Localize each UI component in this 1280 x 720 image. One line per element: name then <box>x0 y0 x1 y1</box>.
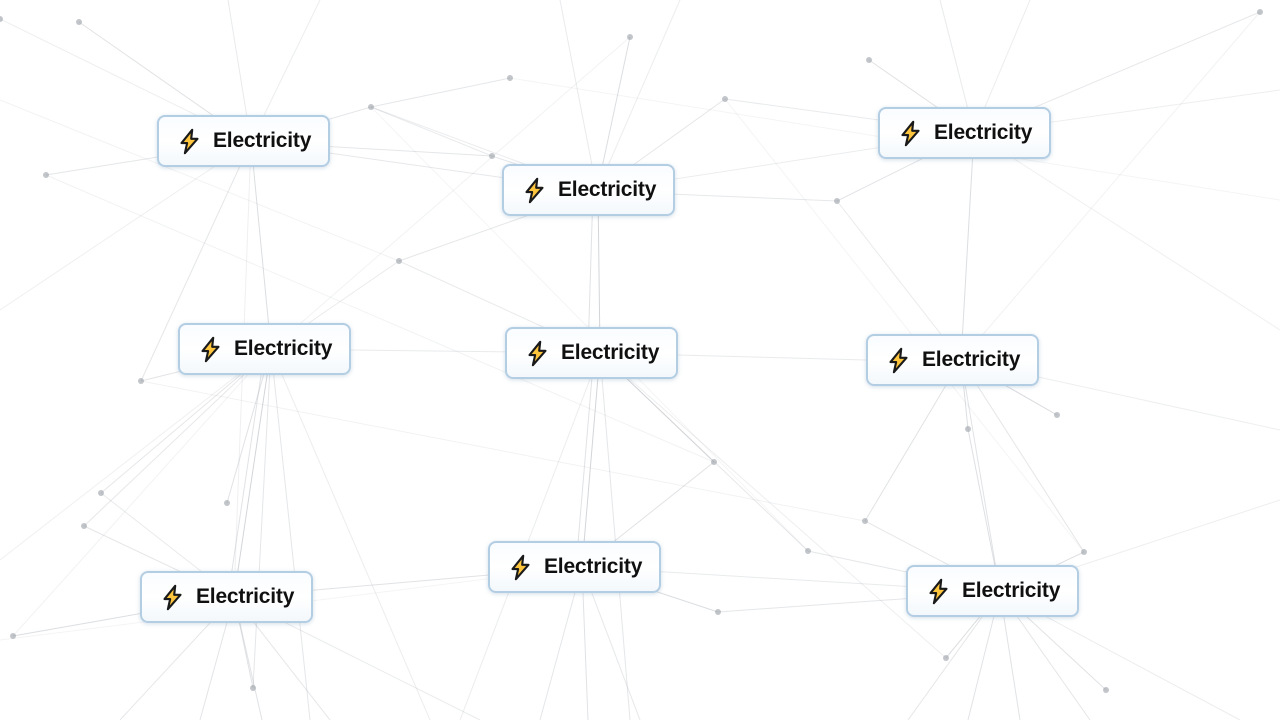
lightning-bolt-icon <box>885 347 912 374</box>
element-tile-electricity[interactable]: Electricity <box>157 115 331 167</box>
lightning-bolt-icon <box>524 340 551 367</box>
element-tile-label: Electricity <box>561 341 660 364</box>
lightning-bolt-icon <box>176 128 203 155</box>
element-tile-electricity[interactable]: Electricity <box>178 323 352 375</box>
element-tile-electricity[interactable]: Electricity <box>878 107 1052 159</box>
lightning-bolt-icon <box>197 336 224 363</box>
element-tile-electricity[interactable]: Electricity <box>488 541 662 593</box>
lightning-bolt-icon <box>507 554 534 581</box>
element-tile-label: Electricity <box>934 121 1033 144</box>
lightning-bolt-icon <box>925 578 952 605</box>
element-tile-label: Electricity <box>962 579 1061 602</box>
element-tile-electricity[interactable]: Electricity <box>502 164 676 216</box>
element-tile-electricity[interactable]: Electricity <box>140 571 314 623</box>
element-tile-label: Electricity <box>234 337 333 360</box>
element-tile-label: Electricity <box>558 178 657 201</box>
lightning-bolt-icon <box>897 120 924 147</box>
element-tile-electricity[interactable]: Electricity <box>866 334 1040 386</box>
element-tile-electricity[interactable]: Electricity <box>505 327 679 379</box>
element-tile-label: Electricity <box>213 129 312 152</box>
lightning-bolt-icon <box>521 177 548 204</box>
element-tile-label: Electricity <box>544 555 643 578</box>
lightning-bolt-icon <box>159 584 186 611</box>
element-tile-electricity[interactable]: Electricity <box>906 565 1080 617</box>
element-tile-label: Electricity <box>922 348 1021 371</box>
element-tile-label: Electricity <box>196 585 295 608</box>
